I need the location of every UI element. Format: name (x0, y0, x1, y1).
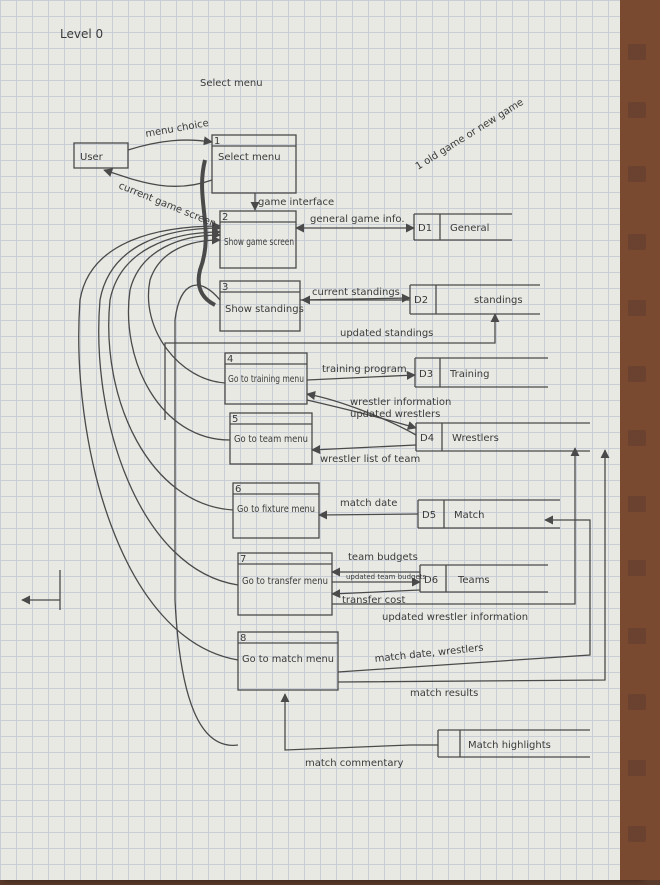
process-4-box (224, 352, 308, 405)
store-d6-id: D6 (424, 575, 438, 586)
process-8-id: 8 (240, 633, 246, 644)
process-3-box (219, 280, 301, 332)
entity-user-box (73, 142, 129, 169)
binder-hole (628, 234, 646, 250)
process-1-label: Select menu (218, 152, 281, 163)
process-3: 3 Show standings (222, 282, 304, 315)
store-d3 (414, 357, 548, 388)
process-6-id: 6 (235, 484, 241, 495)
process-4-label: Go to training menu (228, 374, 304, 385)
page-subtitle: Select menu (200, 78, 263, 89)
process-4: 4 Go to training menu (227, 354, 304, 385)
process-5-id: 5 (232, 414, 238, 425)
binder-hole (628, 628, 646, 644)
flow-general-game-info: general game info. (310, 214, 405, 225)
binder-hole (628, 44, 646, 60)
flow-wrestler-information: wrestler information (350, 397, 451, 408)
store-d5-label: Match (454, 510, 485, 521)
side-note: 1 old game or new game (414, 97, 526, 173)
flow-training-program: training program (322, 364, 407, 375)
process-8-label: Go to match menu (242, 654, 334, 665)
store-d2-id: D2 (414, 295, 428, 306)
page-title: Level 0 (60, 27, 103, 41)
store-d2 (409, 284, 540, 315)
store-d4-id: D4 (420, 433, 434, 444)
entity-user-label: User (80, 152, 104, 163)
process-2-id: 2 (222, 212, 228, 223)
store-d3-id: D3 (419, 369, 433, 380)
store-d5-id: D5 (422, 510, 436, 521)
process-5-label: Go to team menu (234, 434, 308, 445)
binder-hole (628, 430, 646, 446)
process-6: 6 Go to fixture menu (235, 484, 315, 515)
store-d6-label: Teams (457, 575, 490, 586)
process-3-id: 3 (222, 282, 228, 293)
process-1: 1 Select menu (214, 136, 281, 163)
binder-hole (628, 560, 646, 576)
process-6-label: Go to fixture menu (237, 504, 315, 515)
flow-wrestler-list-of-team: wrestler list of team (320, 454, 420, 465)
process-7-label: Go to transfer menu (242, 576, 328, 587)
binder-hole (628, 300, 646, 316)
process-2-label: Show game screen (224, 237, 294, 248)
flow-updated-wrestler-information: updated wrestler information (382, 612, 528, 623)
torn-edge (620, 0, 660, 880)
binder-hole (628, 102, 646, 118)
flow-match-results: match results (410, 688, 478, 699)
flow-team-budgets: team budgets (348, 552, 418, 563)
store-d6 (419, 564, 548, 593)
flow-match-date: match date (340, 498, 397, 509)
flow-menu-choice: menu choice (145, 118, 210, 140)
process-4-id: 4 (227, 354, 233, 365)
binder-hole (628, 826, 646, 842)
process-7-box (237, 552, 333, 616)
process-5-box (229, 412, 313, 465)
process-3-label: Show standings (225, 304, 304, 315)
process-8: 8 Go to match menu (240, 633, 334, 665)
dfd-diagram: Level 0 Select menu 1 old game or new ga… (21, 27, 610, 769)
process-2: 2 Show game screen (222, 212, 294, 248)
store-d4-label: Wrestlers (452, 433, 499, 444)
flow-game-interface: game interface (258, 197, 334, 208)
process-1-box (211, 134, 297, 194)
store-d1 (413, 213, 512, 241)
notebook-page: Level 0 Select menu 1 old game or new ga… (0, 0, 640, 880)
scribble-mark (196, 159, 216, 307)
store-d4 (415, 422, 590, 452)
process-7-id: 7 (240, 554, 246, 565)
store-d1-label: General (450, 223, 489, 234)
flow-match-date-wrestlers: match date, wrestlers (374, 643, 484, 665)
binder-hole (628, 366, 646, 382)
store-match-highlights (437, 729, 590, 758)
flow-match-commentary: match commentary (305, 758, 404, 769)
store-d1-id: D1 (418, 223, 432, 234)
process-1-id: 1 (214, 136, 220, 147)
store-d5 (417, 499, 560, 529)
process-8-box (237, 631, 339, 691)
flow-current-standings: current standings (312, 287, 400, 298)
process-5: 5 Go to team menu (232, 414, 308, 445)
flow-updated-wrestlers: updated wrestlers (350, 409, 440, 420)
binder-hole (628, 166, 646, 182)
process-7: 7 Go to transfer menu (240, 554, 328, 587)
binder-hole (628, 760, 646, 776)
store-d2-label: standings (474, 295, 523, 306)
binder-hole (628, 694, 646, 710)
binder-hole (628, 496, 646, 512)
flow-updated-standings: updated standings (340, 328, 433, 339)
flow-updated-team-budgets: updated team budgets (346, 573, 427, 581)
store-d3-label: Training (449, 369, 489, 380)
store-highlights-label: Match highlights (468, 740, 551, 751)
flow-transfer-cost: transfer cost (342, 595, 405, 606)
